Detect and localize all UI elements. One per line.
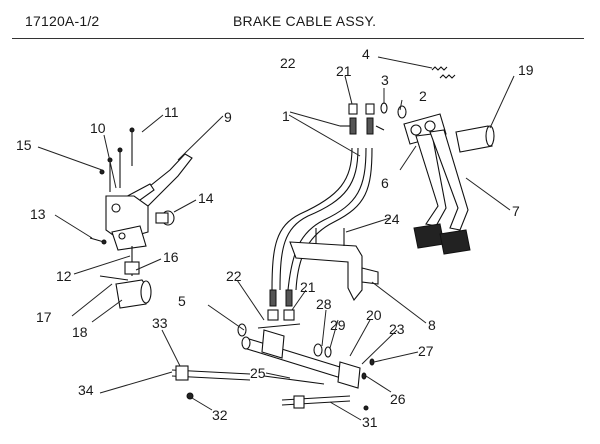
callout-17: 17 [36,309,52,325]
callout-5: 5 [178,293,186,309]
cotter-pin [89,237,107,245]
pedal-shaft [455,125,495,153]
callout-3: 3 [381,72,389,88]
callout-11: 11 [164,104,179,120]
shaft-washers [237,323,375,380]
document-code: 17120A-1/2 [25,13,100,29]
callout-19: 19 [518,62,534,78]
callout-14: 14 [198,190,214,206]
brake-rods [171,365,369,411]
brake-cables [271,147,373,291]
callout-20: 20 [366,307,382,323]
hand-brake-bracket [105,195,149,251]
brake-pedal-arms [415,129,469,231]
leader-lines [37,56,515,421]
callout-9: 9 [224,109,232,125]
callout-4: 4 [362,46,370,62]
callout-27: 27 [418,343,434,359]
lower-cable-ends [257,289,301,329]
callout-33: 33 [152,315,168,331]
callout-6: 6 [381,175,389,191]
cross-shaft [241,329,361,389]
callout-12: 12 [56,268,72,284]
callout-31: 31 [362,414,378,430]
pedal-pads [413,223,471,255]
callout-10: 10 [90,120,106,136]
callout-1: 1 [282,108,290,124]
callout-25: 25 [250,365,266,381]
callout-32: 32 [212,407,228,423]
clevis-and-pin [99,246,140,281]
callout-8: 8 [428,317,436,333]
callout-22-upper: 22 [280,55,296,71]
pedal-bracket [289,228,379,302]
long-bolt [263,375,325,385]
header-rule [12,38,584,39]
callout-22-lower: 22 [226,268,242,284]
callout-34: 34 [78,382,94,398]
callout-2: 2 [419,88,427,104]
callout-16: 16 [163,249,179,265]
callout-15: 15 [16,137,32,153]
callout-21-upper: 21 [336,63,352,79]
callout-26: 26 [390,391,406,407]
callout-28: 28 [316,296,332,312]
callout-labels: 1 2 3 4 5 6 7 8 9 10 11 12 13 14 15 16 1… [16,46,534,430]
callout-18: 18 [72,324,88,340]
callout-13: 13 [30,206,46,222]
callout-24: 24 [384,211,400,227]
callout-21-lower: 21 [300,279,316,295]
callout-23: 23 [389,321,405,337]
callout-29: 29 [330,317,346,333]
lever-knob [155,210,175,226]
document-title: BRAKE CABLE ASSY. [233,13,377,29]
cable-sleeve [115,279,152,309]
return-springs [431,66,456,79]
callout-7: 7 [512,203,520,219]
upper-cable-ends [340,103,385,135]
washer [380,102,407,119]
